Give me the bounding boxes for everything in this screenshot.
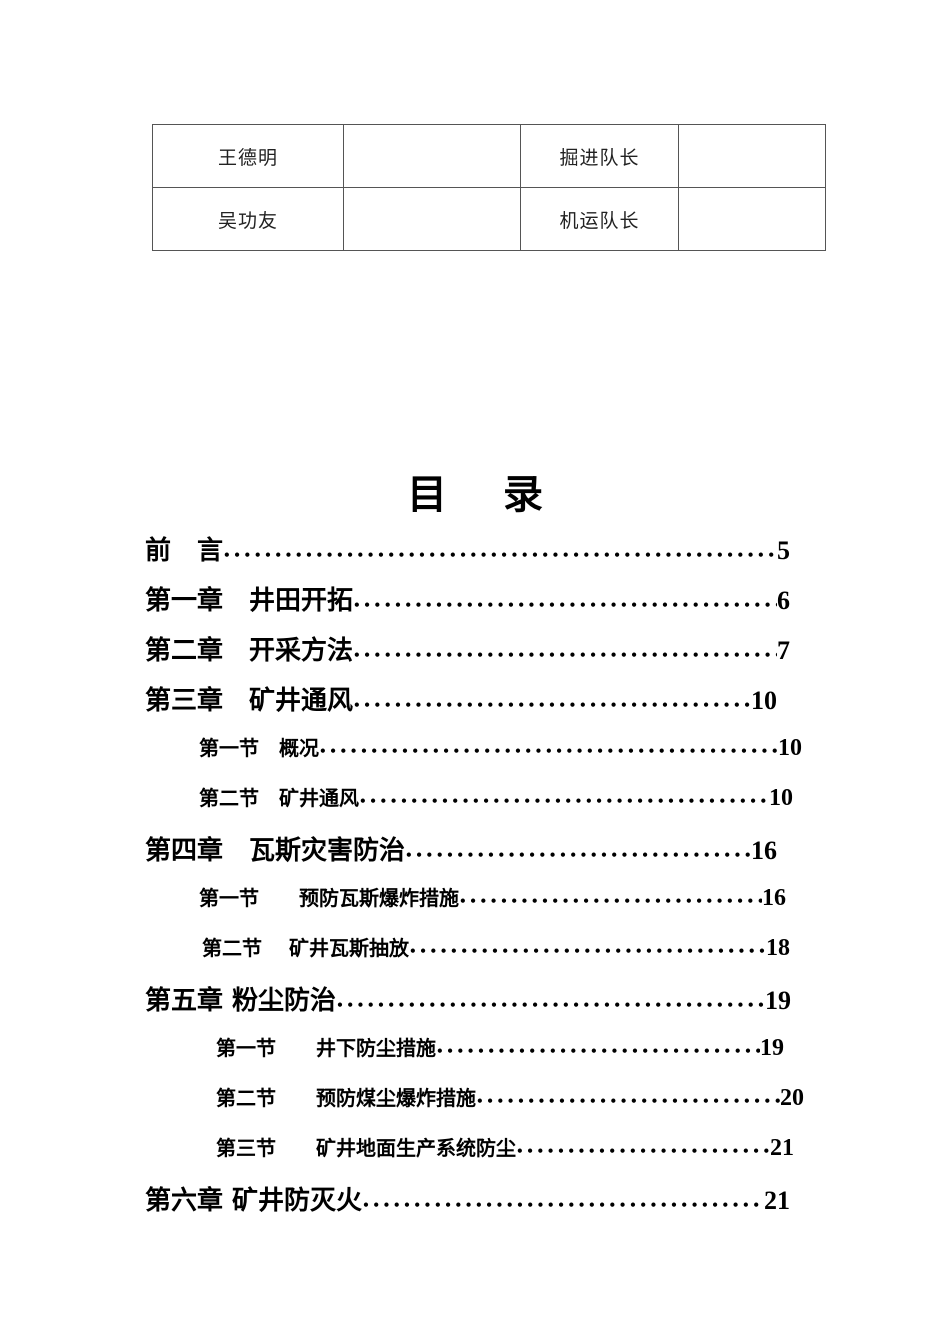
toc-page-number: 19 [765, 986, 791, 1015]
toc-entry-chapter-5[interactable]: 第五章 粉尘防治 19 [145, 980, 791, 1017]
toc-entry-chapter-1[interactable]: 第一章 井田开拓 6 [145, 580, 790, 617]
toc-entry-chapter-2[interactable]: 第二章 开采方法 7 [145, 630, 790, 667]
toc-entry-label: 第二章 开采方法 [145, 636, 354, 666]
toc-entry-section-4-1[interactable]: 第一节 预防瓦斯爆炸措施 16 [199, 882, 786, 912]
name-cell: 王德明 [152, 124, 344, 188]
toc-page-number: 20 [780, 1085, 804, 1111]
toc-page-number: 16 [751, 836, 777, 865]
toc-leader-dots [459, 886, 762, 910]
toc-leader-dots [353, 686, 751, 716]
toc-page-number: 10 [778, 735, 802, 761]
toc-page-number: 19 [760, 1035, 784, 1061]
toc-leader-dots [359, 786, 769, 810]
toc-page-number: 5 [777, 536, 790, 565]
toc-page-number: 18 [766, 935, 790, 961]
toc-entry-label: 第六章 矿井防灭火 [145, 1186, 363, 1216]
table-row: 王德明 掘进队长 [152, 124, 826, 188]
toc-leader-dots [223, 536, 777, 566]
toc-leader-dots [353, 586, 777, 616]
toc-page-number: 21 [770, 1135, 794, 1161]
signature-cell [343, 187, 521, 251]
toc-entry-preface[interactable]: 前 言 5 [145, 530, 790, 567]
toc-page-number: 10 [751, 686, 777, 715]
toc-leader-dots [336, 986, 765, 1016]
toc-entry-label: 第二节 矿井通风 [199, 786, 359, 810]
toc-page-number: 21 [764, 1186, 790, 1215]
toc-leader-dots [353, 636, 777, 666]
toc-entry-section-3-2[interactable]: 第二节 矿井通风 10 [199, 782, 793, 812]
toc-leader-dots [476, 1086, 780, 1110]
position-cell: 掘进队长 [520, 124, 679, 188]
toc-entry-label: 第一节 预防瓦斯爆炸措施 [199, 886, 459, 910]
toc-entry-section-5-2[interactable]: 第二节 预防煤尘爆炸措施 20 [216, 1082, 804, 1112]
name-cell: 吴功友 [152, 187, 344, 251]
toc-leader-dots [409, 936, 766, 960]
toc-leader-dots [362, 1186, 764, 1216]
toc-entry-label: 第一节 概况 [199, 736, 319, 760]
remark-cell [678, 187, 826, 251]
toc-leader-dots [319, 736, 778, 760]
toc-entry-label: 第一节 井下防尘措施 [216, 1036, 436, 1060]
signature-cell [343, 124, 521, 188]
position-cell: 机运队长 [520, 187, 679, 251]
toc-entry-section-5-1[interactable]: 第一节 井下防尘措施 19 [216, 1032, 784, 1062]
toc-entry-label: 第三节 矿井地面生产系统防尘 [216, 1136, 516, 1160]
toc-title-char: 目 [407, 471, 447, 518]
toc-leader-dots [436, 1036, 760, 1060]
toc-entry-chapter-3[interactable]: 第三章 矿井通风 10 [145, 680, 777, 717]
toc-entry-label: 第五章 粉尘防治 [145, 986, 337, 1016]
toc-page-number: 6 [777, 586, 790, 615]
toc-entry-chapter-6[interactable]: 第六章 矿井防灭火 21 [145, 1180, 790, 1217]
toc-entry-label: 第一章 井田开拓 [145, 586, 354, 616]
toc-entry-section-4-2[interactable]: 第二节 矿井瓦斯抽放 18 [202, 932, 790, 962]
toc-entry-label: 第三章 矿井通风 [145, 686, 354, 716]
toc-entry-label: 第四章 瓦斯灾害防治 [145, 836, 406, 866]
toc-leader-dots [516, 1136, 770, 1160]
table-row: 吴功友 机运队长 [152, 187, 826, 251]
toc-entry-label: 前 言 [145, 536, 224, 566]
remark-cell [678, 124, 826, 188]
toc-leader-dots [405, 836, 751, 866]
signature-table: 王德明 掘进队长 吴功友 机运队长 [152, 124, 826, 251]
toc-title-char: 录 [503, 471, 543, 518]
toc-entry-section-5-3[interactable]: 第三节 矿井地面生产系统防尘 21 [216, 1132, 794, 1162]
toc-entry-label: 第二节 预防煤尘爆炸措施 [216, 1086, 476, 1110]
toc-page-number: 16 [762, 885, 786, 911]
toc-page-number: 10 [769, 785, 793, 811]
toc-title: 目录 [0, 462, 950, 520]
toc-entry-section-3-1[interactable]: 第一节 概况 10 [199, 732, 802, 762]
toc-entry-chapter-4[interactable]: 第四章 瓦斯灾害防治 16 [145, 830, 777, 867]
toc-entry-label: 第二节 矿井瓦斯抽放 [202, 936, 409, 960]
toc-page-number: 7 [777, 636, 790, 665]
